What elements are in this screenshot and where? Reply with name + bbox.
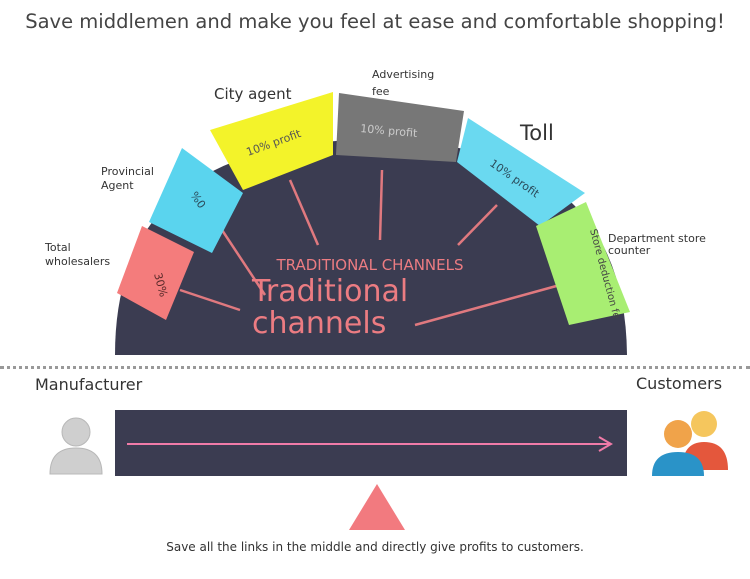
ray-1	[179, 288, 241, 312]
label-city-agent: City agent	[214, 85, 292, 103]
person-icon	[49, 417, 103, 475]
label-provincial-agent: Provincial Agent	[101, 165, 154, 193]
direct-channel-bar	[115, 410, 627, 476]
manufacturer-label: Manufacturer	[35, 375, 143, 394]
label-line: Advertising fee	[372, 68, 435, 99]
direct-arrow	[127, 436, 613, 452]
arch-heading-big-line1: Traditional	[251, 274, 408, 309]
arch-heading-small: TRADITIONAL CHANNELS	[275, 256, 463, 274]
fulcrum-triangle	[349, 484, 405, 530]
label-line: Total wholesalers	[45, 241, 111, 268]
customers-label: Customers	[636, 374, 723, 393]
arch-heading-big-line2: channels	[252, 306, 386, 341]
divider	[0, 366, 750, 369]
customers-icon	[652, 411, 728, 476]
ray-2	[220, 229, 267, 296]
segment-city-agent: 10% profit	[210, 92, 333, 190]
traditional-channels-arch: 30% %0 10% profit 10% profit 10% profit …	[115, 92, 630, 355]
page-title: Save middlemen and make you feel at ease…	[25, 10, 725, 33]
segment-provincial-agent: %0	[149, 148, 243, 253]
ray-3	[288, 179, 320, 246]
label-line: Department store counter	[608, 232, 706, 258]
segment-inner-text: 30%	[151, 271, 170, 298]
label-department-store: Department store counter	[608, 232, 706, 258]
label-toll: Toll	[520, 121, 554, 145]
segment-advertising-fee: 10% profit	[336, 93, 464, 162]
footer-note: Save all the links in the middle and dir…	[166, 540, 584, 554]
label-total-wholesalers: Total wholesalers	[45, 241, 110, 269]
arch-rays	[179, 169, 561, 327]
ray-5	[457, 204, 498, 246]
segment-toll: 10% profit	[457, 118, 585, 226]
ray-4	[378, 169, 384, 241]
label-line: Provincial Agent	[101, 165, 154, 192]
segment-inner-text: 10% profit	[360, 122, 419, 140]
label-advertising-fee: Advertising fee	[372, 66, 434, 100]
segment-total-wholesalers: 30%	[117, 226, 194, 320]
ray-6	[414, 283, 561, 327]
